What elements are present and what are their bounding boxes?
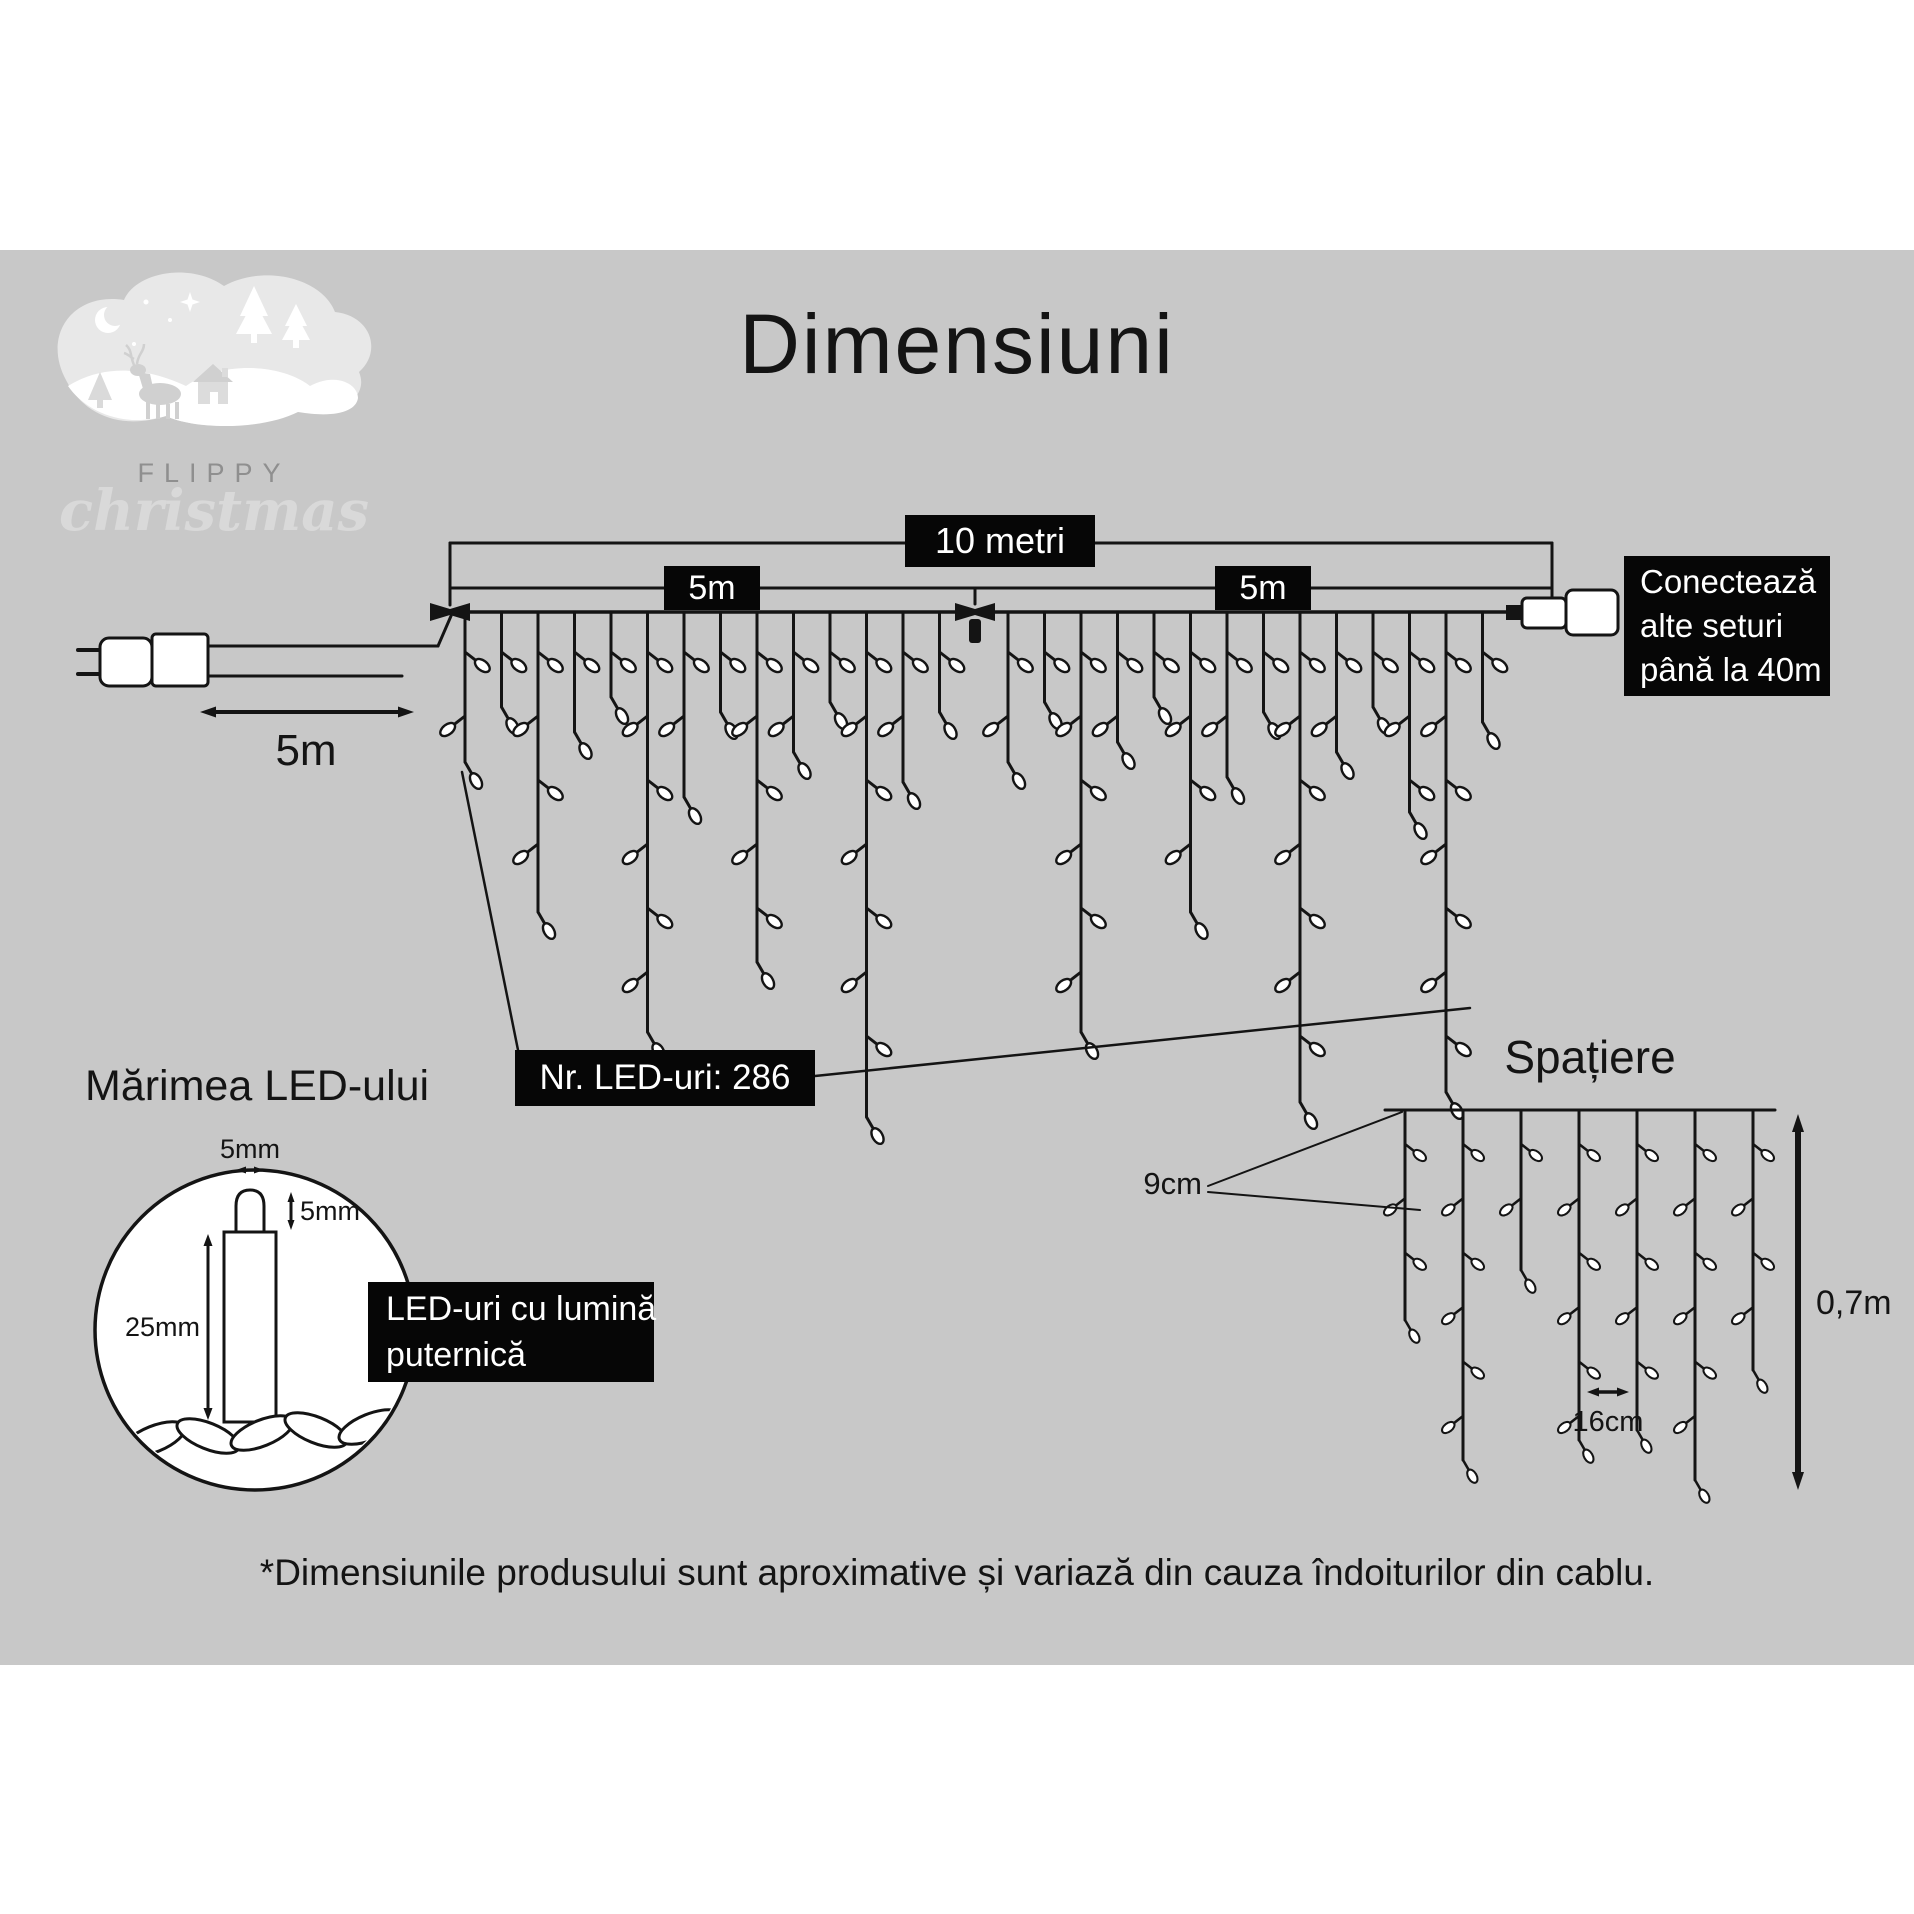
page-title: Dimensiuni — [739, 297, 1175, 391]
total-length-badge: 10 metri — [905, 515, 1095, 567]
spacing-heading: Spațiere — [1504, 1031, 1676, 1083]
led-note-line2: puternică — [386, 1336, 526, 1374]
left-half-badge: 5m — [664, 566, 760, 610]
moon-icon — [95, 304, 126, 333]
logo-illustration — [57, 272, 372, 427]
led-size-heading: Mărimea LED-ului — [85, 1062, 430, 1110]
lead-length-label: 5m — [275, 726, 337, 775]
star-icon — [143, 299, 149, 305]
led-note-badge: LED-uri cu lumină puternică — [368, 1282, 657, 1382]
tree-icon — [88, 372, 112, 408]
star-icon — [132, 342, 136, 346]
connect-note-badge: Conectează alte seturi până la 40m — [1624, 556, 1830, 696]
bulb-height-label: 5mm — [300, 1196, 360, 1226]
tree-icon — [236, 286, 272, 343]
connect-note-line3: până la 40m — [1640, 651, 1822, 688]
bulb-width-label: 5mm — [220, 1134, 280, 1164]
house-icon — [193, 364, 233, 404]
connect-note-line2: alte seturi — [1640, 607, 1784, 644]
logo-script-text: christmas — [58, 478, 370, 544]
led-note-line1: LED-uri cu lumină — [386, 1290, 657, 1328]
led-spacing-label: 9cm — [1143, 1166, 1202, 1201]
curtain-height-label: 0,7m — [1816, 1284, 1892, 1322]
logo-brand-text: FLIPPY — [137, 458, 291, 488]
sparkle-icon — [180, 292, 200, 312]
deer-icon — [123, 343, 181, 419]
star-icon — [168, 318, 172, 322]
drop-spacing-label: 16cm — [1572, 1406, 1644, 1438]
led-count-badge: Nr. LED-uri: 286 — [515, 1050, 815, 1106]
disclaimer-text: *Dimensiunile produsului sunt aproximati… — [259, 1552, 1655, 1593]
right-half-badge: 5m — [1215, 566, 1311, 610]
tree-icon — [282, 304, 310, 348]
winter-scene — [57, 272, 372, 427]
body-height-label: 25mm — [124, 1312, 200, 1342]
connect-note-line1: Conectează — [1640, 563, 1817, 600]
